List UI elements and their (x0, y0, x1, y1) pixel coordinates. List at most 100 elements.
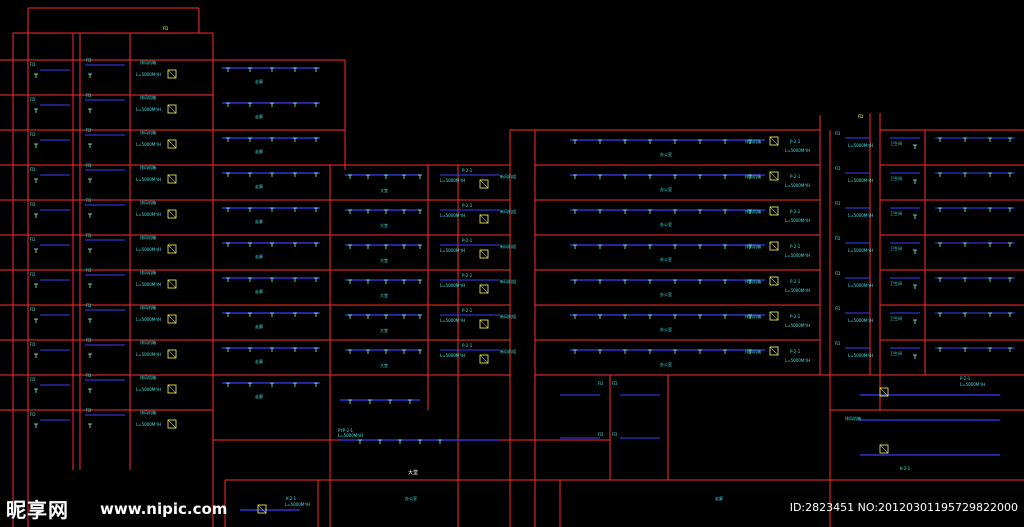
fd-tag: FD (30, 132, 35, 137)
flow-tag: L=5000M³/H (136, 352, 161, 357)
fan-box-cross (479, 249, 489, 259)
fd-tag: FD (30, 412, 35, 417)
fan-box-cross (879, 444, 889, 454)
fd-tag: FD (835, 271, 840, 276)
fan-box-cross (479, 179, 489, 189)
fd-tag: FD (835, 201, 840, 206)
flow-tag: L=5000M³/H (440, 318, 465, 323)
flow-tag: L=5000M³/H (440, 178, 465, 183)
fd-tag: FD (835, 306, 840, 311)
equipment-tag: 排风机箱 (140, 304, 156, 310)
flow-tag: L=5000M³/H (136, 72, 161, 77)
flow-tag: L=5000M³/H (440, 353, 465, 358)
fd-tag: FD (30, 237, 35, 242)
flow-tag: L=5000M³/H (785, 183, 810, 188)
riser-tag: P-2-1 (462, 238, 473, 243)
fan-box-cross (769, 311, 779, 321)
equipment-tag: 排风机箱 (140, 234, 156, 240)
fan-box-icon (167, 69, 177, 79)
watermark-id: ID:2823451 NO:20120301195729822000 (789, 501, 1018, 514)
flow-tag: L=5000M³/H (848, 143, 873, 148)
room-tag: 大堂 (380, 187, 388, 193)
flow-tag: L=5000M³/H (440, 213, 465, 218)
room-tag: 办公室 (660, 186, 672, 192)
wall-lines (0, 7, 1024, 527)
room-tag: 办公室 (660, 151, 672, 157)
annotation-tags: FDFDL=5000M³/H排风机箱走廊FDFDL=5000M³/H排风机箱走廊… (30, 26, 985, 507)
fan-box-cross (167, 384, 177, 394)
fan-box-cross (879, 387, 889, 397)
fd-tag: FD (86, 303, 91, 308)
fan-box-cross (167, 419, 177, 429)
flow-tag: L=5000M³/H (785, 218, 810, 223)
fan-box-cross (769, 346, 779, 356)
fan-box-icon (479, 319, 489, 329)
fd-tag: FD (86, 408, 91, 413)
fd-tag: FD (86, 233, 91, 238)
riser-tag: P-2-1 (462, 168, 473, 173)
equipment-tag: 排风机箱 (140, 129, 156, 135)
fan-box-icon (769, 311, 779, 321)
fan-box-cross (167, 244, 177, 254)
flow-tag: L=5000M³/H (136, 212, 161, 217)
room-tag: 办公室 (405, 495, 417, 501)
fd-tag: FD (835, 236, 840, 241)
flow-tag: L=5000M³/H (785, 253, 810, 258)
fan-box-icon (769, 171, 779, 181)
equipment-tag: 排风机箱 (140, 269, 156, 275)
riser-tag: K-2-1 (900, 466, 911, 471)
room-tag: 大堂 (380, 257, 388, 263)
equipment-tag: 新风机组 (500, 278, 516, 284)
room-tag: 办公室 (660, 221, 672, 227)
fan-box-icon (879, 444, 889, 454)
fan-box-cross (479, 284, 489, 294)
flow-tag: L=5000M³/H (285, 502, 310, 507)
flow-tag: L=5000M³/H (440, 283, 465, 288)
fan-box-icon (769, 136, 779, 146)
fan-box-icon (769, 346, 779, 356)
fan-box-cross (769, 136, 779, 146)
equipment-tag: 排风机箱 (140, 94, 156, 100)
flow-tag: L=5000M³/H (848, 283, 873, 288)
fd-tag: FD (30, 377, 35, 382)
fd-tag: FD (86, 268, 91, 273)
fan-box-cross (167, 314, 177, 324)
room-tag: 大堂 (380, 222, 388, 228)
room-tag: 卫生间 (890, 280, 902, 286)
room-tag: 走廊 (255, 218, 263, 224)
room-tag: 走廊 (255, 183, 263, 189)
room-tag: 走廊 (255, 358, 263, 364)
flow-tag: L=5000M³/H (848, 248, 873, 253)
room-tag: 卫生间 (890, 245, 902, 251)
fd-tag: FD (30, 97, 35, 102)
room-tag: 卫生间 (890, 210, 902, 216)
equipment-tag: 排风机箱 (140, 339, 156, 345)
riser-tag: P-2-1 (462, 343, 473, 348)
fan-box-icon (167, 419, 177, 429)
fan-box-cross (769, 241, 779, 251)
equipment-tag: 排风机箱 (140, 59, 156, 65)
riser-tag: P-2-1 (790, 244, 801, 249)
fd-tag: FD (30, 202, 35, 207)
riser-tag: P-2-1 (462, 273, 473, 278)
equipment-tag: 排风机箱 (745, 208, 761, 214)
fd-tag: FD (30, 272, 35, 277)
fd-tag: FD (612, 381, 617, 386)
fan-box-icon (167, 209, 177, 219)
fan-box-icon (479, 249, 489, 259)
flow-tag: L=5000M³/H (136, 282, 161, 287)
room-tag: 大堂 (380, 327, 388, 333)
fd-tag: FD (86, 93, 91, 98)
room-tag: 走廊 (255, 393, 263, 399)
room-tag: 走廊 (255, 323, 263, 329)
equipment-tag: 排风机箱 (745, 173, 761, 179)
room-tag: 卫生间 (890, 140, 902, 146)
room-tag: 走廊 (715, 495, 723, 501)
room-tag: 大堂 (380, 362, 388, 368)
equipment-tag: 排风机箱 (745, 138, 761, 144)
flow-tag: L=5000M³/H (848, 213, 873, 218)
riser-tag: K-2-1 (286, 496, 297, 501)
riser-tag: P-2-1 (462, 308, 473, 313)
